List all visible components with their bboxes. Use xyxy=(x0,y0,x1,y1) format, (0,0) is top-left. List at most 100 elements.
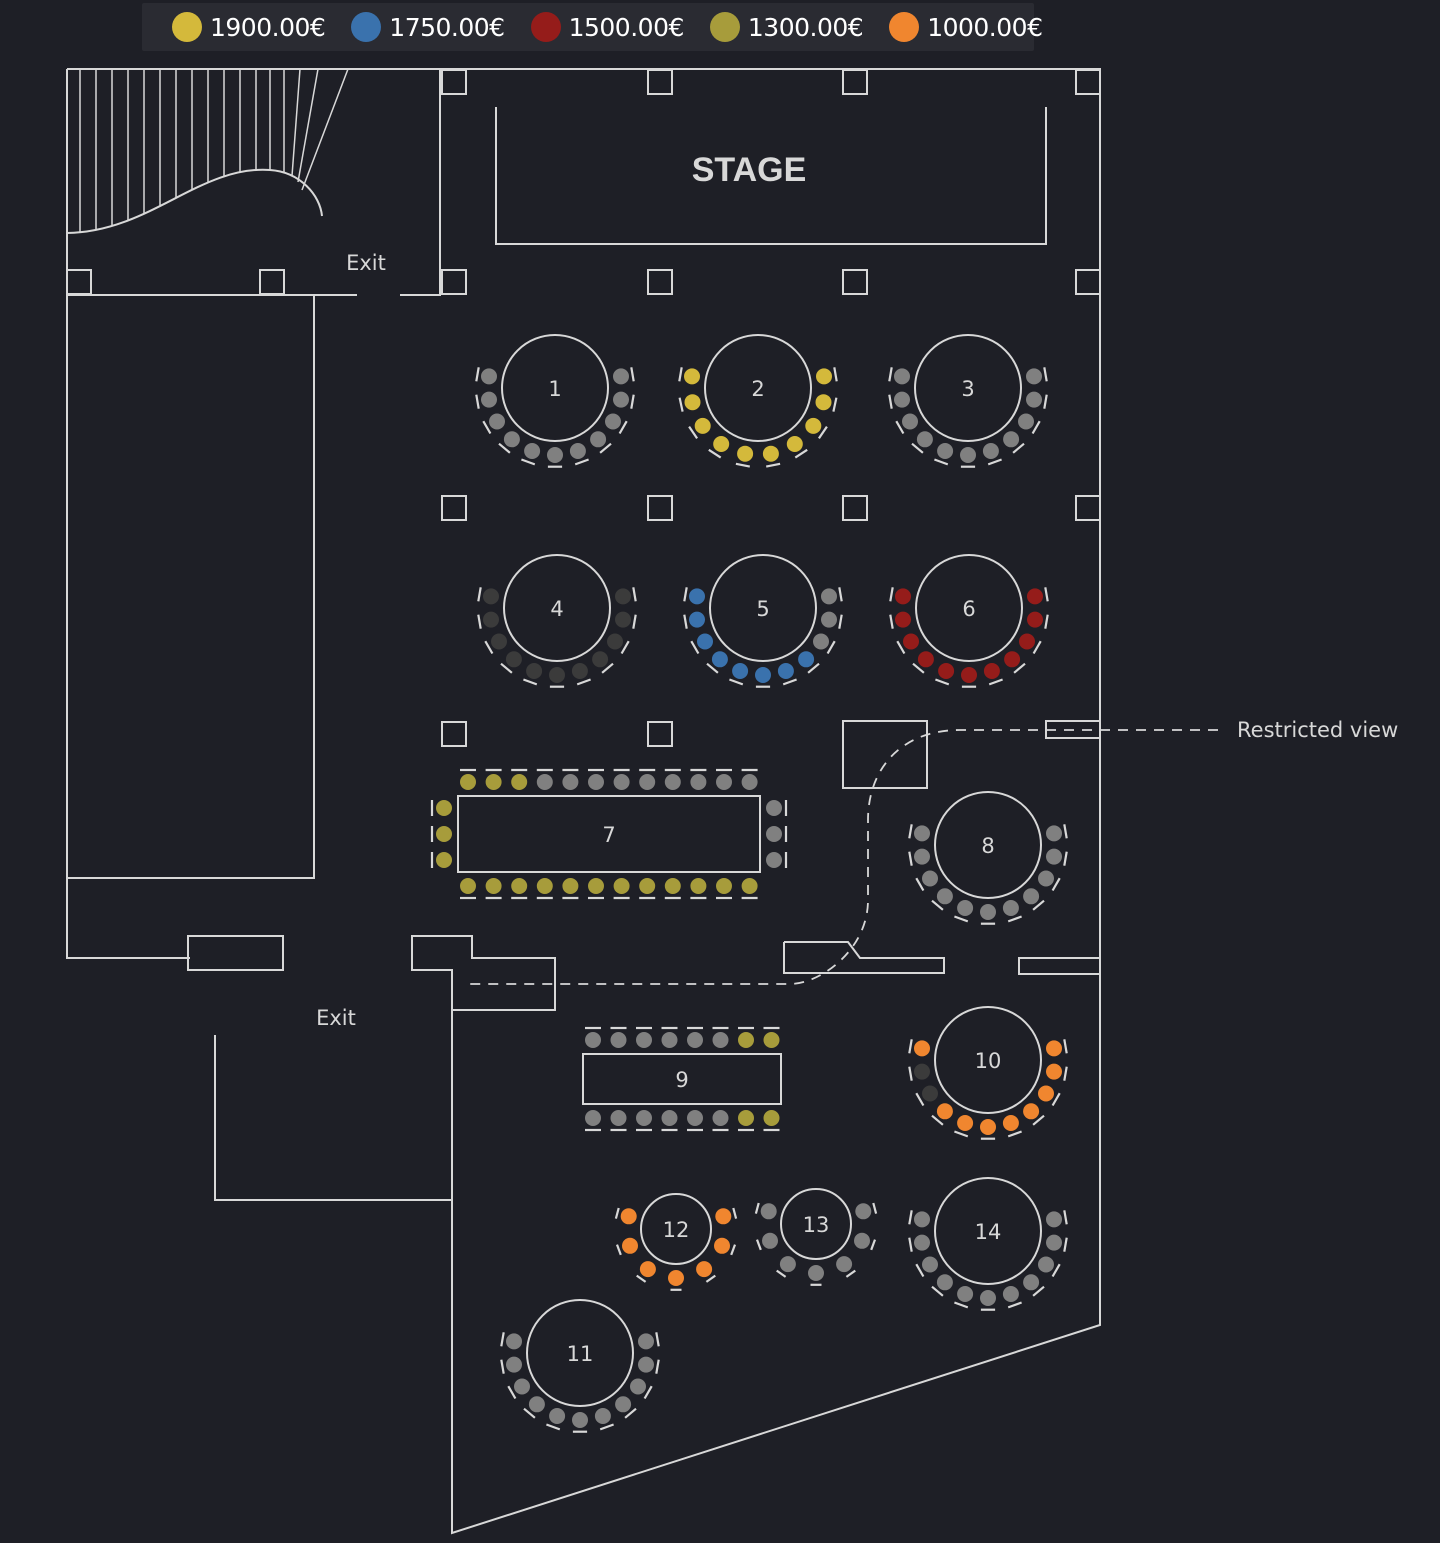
seat[interactable] xyxy=(815,394,832,411)
seat[interactable] xyxy=(716,878,732,894)
seat[interactable] xyxy=(613,774,630,790)
seat[interactable] xyxy=(1003,431,1020,448)
seat[interactable] xyxy=(914,1234,930,1251)
seat[interactable] xyxy=(762,445,779,462)
seat[interactable] xyxy=(922,1085,938,1102)
seat[interactable] xyxy=(664,878,681,894)
seat[interactable] xyxy=(610,1110,627,1126)
table-9[interactable]: 9 xyxy=(582,1026,782,1132)
table-1[interactable]: 1 xyxy=(475,334,635,468)
seat[interactable] xyxy=(572,1412,588,1428)
seat[interactable] xyxy=(590,431,607,448)
seat[interactable] xyxy=(481,368,497,385)
seat[interactable] xyxy=(1046,825,1062,842)
seat[interactable] xyxy=(914,1040,930,1057)
seat[interactable] xyxy=(737,445,754,462)
seat[interactable] xyxy=(938,663,955,679)
seat[interactable] xyxy=(694,417,711,434)
seat[interactable] xyxy=(697,633,713,650)
seat[interactable] xyxy=(696,1261,713,1278)
seat[interactable] xyxy=(980,1290,996,1306)
seat[interactable] xyxy=(821,588,837,605)
seat[interactable] xyxy=(503,431,520,448)
table-2[interactable]: 2 xyxy=(678,334,838,468)
table-3[interactable]: 3 xyxy=(888,334,1048,468)
seat[interactable] xyxy=(689,611,705,628)
seat[interactable] xyxy=(914,1063,930,1080)
seat[interactable] xyxy=(786,436,803,452)
seat[interactable] xyxy=(766,852,782,868)
seat[interactable] xyxy=(687,1032,703,1048)
seat[interactable] xyxy=(588,774,604,790)
seat[interactable] xyxy=(763,1032,780,1048)
seat[interactable] xyxy=(460,774,476,790)
seat[interactable] xyxy=(903,633,919,650)
seat[interactable] xyxy=(713,436,730,452)
seat[interactable] xyxy=(636,1032,652,1048)
legend-item-1500[interactable]: 1500.00€ xyxy=(530,12,684,42)
seat[interactable] xyxy=(937,443,954,459)
seat[interactable] xyxy=(816,368,832,385)
table-11[interactable]: 11 xyxy=(500,1299,660,1433)
seat[interactable] xyxy=(526,663,543,679)
seat[interactable] xyxy=(1004,651,1021,668)
seat[interactable] xyxy=(620,1208,637,1225)
table-12[interactable]: 12 xyxy=(614,1193,738,1291)
seat[interactable] xyxy=(1023,1274,1040,1291)
seat[interactable] xyxy=(936,1103,953,1120)
seat[interactable] xyxy=(1027,611,1043,628)
seat[interactable] xyxy=(613,878,630,894)
seat[interactable] xyxy=(436,826,452,842)
table-13[interactable]: 13 xyxy=(754,1188,878,1286)
seat[interactable] xyxy=(547,447,563,463)
seat[interactable] xyxy=(805,417,822,434)
seat[interactable] xyxy=(585,1110,601,1126)
seat[interactable] xyxy=(777,663,794,679)
seat[interactable] xyxy=(1046,848,1062,865)
seat[interactable] xyxy=(917,651,934,668)
table-7[interactable]: 7 xyxy=(430,768,788,900)
table-4[interactable]: 4 xyxy=(477,554,637,688)
seat[interactable] xyxy=(714,1237,730,1254)
seat[interactable] xyxy=(661,1110,678,1126)
seat[interactable] xyxy=(1038,1085,1054,1102)
seat[interactable] xyxy=(483,588,499,605)
seat[interactable] xyxy=(895,611,911,628)
seat[interactable] xyxy=(536,774,553,790)
seat[interactable] xyxy=(664,774,681,790)
seat[interactable] xyxy=(1038,870,1054,887)
table-10[interactable]: 10 xyxy=(908,1006,1068,1140)
seat[interactable] xyxy=(638,1356,654,1373)
seat[interactable] xyxy=(638,1333,654,1350)
seat[interactable] xyxy=(738,1032,754,1048)
seat[interactable] xyxy=(562,774,579,790)
seat[interactable] xyxy=(622,1237,638,1254)
seat[interactable] xyxy=(1027,588,1043,605)
seat[interactable] xyxy=(460,878,476,894)
seat[interactable] xyxy=(615,611,631,628)
seat[interactable] xyxy=(524,443,541,459)
seat[interactable] xyxy=(661,1032,678,1048)
seat[interactable] xyxy=(961,667,977,683)
seat[interactable] xyxy=(483,611,499,628)
seat[interactable] xyxy=(571,663,588,679)
seat[interactable] xyxy=(711,651,728,668)
seat[interactable] xyxy=(630,1378,646,1395)
seat[interactable] xyxy=(716,774,732,790)
seat[interactable] xyxy=(1002,1286,1019,1302)
seat[interactable] xyxy=(1002,900,1019,916)
seat[interactable] xyxy=(798,651,815,668)
seat[interactable] xyxy=(594,1408,611,1424)
seat[interactable] xyxy=(639,774,656,790)
seat[interactable] xyxy=(836,1256,853,1273)
seat[interactable] xyxy=(960,447,976,463)
seat[interactable] xyxy=(684,368,700,385)
seat[interactable] xyxy=(528,1396,545,1413)
seat[interactable] xyxy=(922,870,938,887)
seat[interactable] xyxy=(715,1208,732,1225)
seat[interactable] xyxy=(605,413,621,430)
seat[interactable] xyxy=(514,1378,530,1395)
seat[interactable] xyxy=(762,1232,778,1249)
seat[interactable] xyxy=(980,1119,996,1135)
seat[interactable] xyxy=(668,1270,684,1286)
